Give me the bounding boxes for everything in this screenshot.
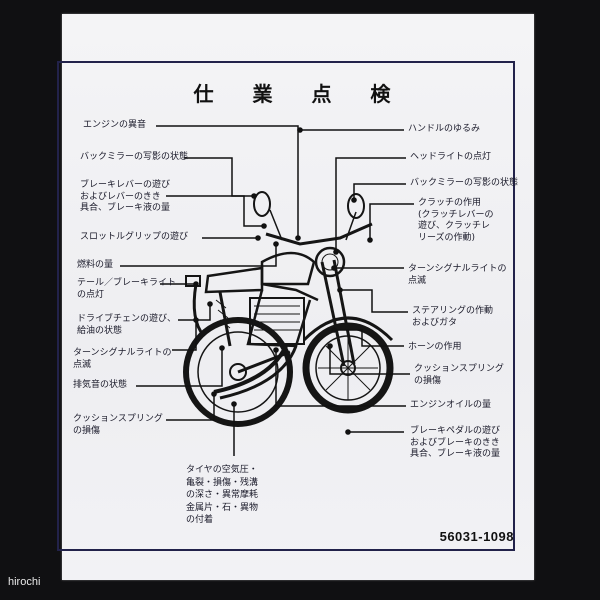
label-exhaust-sound: 排気音の状態 (73, 380, 128, 390)
leader-lines (120, 125, 414, 456)
label-rear-cushion-spring: クッションスプリング の損傷 (73, 414, 163, 436)
label-tail-brake-light: テール／ブレーキライト の点灯 (77, 278, 177, 300)
label-clutch: クラッチの作用 (クラッチレバーの 遊び、クラッチレ リーズの作動) (418, 198, 494, 243)
label-brake-lever: ブレーキレバーの遊び およびレバーのきき 具合、ブレーキ液の量 (80, 180, 171, 213)
sticker-border (57, 61, 515, 551)
label-horn: ホーンの作用 (408, 342, 462, 352)
label-mirror-right: バックミラーの写影の状態 (410, 178, 519, 188)
motorcycle-illustration (183, 191, 394, 427)
label-turn-signal-front: ターンシグナルライトの 点滅 (408, 264, 507, 286)
label-fuel: 燃料の量 (77, 260, 114, 270)
label-front-cushion-spring: クッションスプリング の損傷 (414, 364, 504, 386)
label-engine-oil: エンジンオイルの量 (410, 400, 492, 410)
label-brake-pedal: ブレーキペダルの遊び およびブレーキのきき 具合、ブレーキ液の量 (410, 426, 501, 459)
label-mirror-left: バックミラーの写影の状態 (80, 152, 189, 162)
label-handlebar-looseness: ハンドルのゆるみ (408, 124, 481, 134)
part-number: 56031-1098 (439, 529, 514, 544)
label-tire-condition: タイヤの空気圧・ 亀裂・損傷・残溝 の深さ・異常摩耗 金属片・石・異物 の付着 (186, 465, 259, 525)
label-turn-signal-rear: ターンシグナルライトの 点滅 (73, 348, 172, 370)
label-drive-chain: ドライブチェンの遊び、 給油の状態 (77, 314, 177, 336)
label-throttle-grip: スロットルグリップの遊び (80, 232, 189, 242)
watermark: hirochi (8, 576, 41, 588)
label-engine-noise: エンジンの異音 (83, 120, 147, 130)
label-headlight: ヘッドライトの点灯 (410, 152, 492, 162)
label-steering: ステアリングの作動 およびガタ (412, 306, 494, 328)
page-title: 仕 業 点 検 (193, 82, 407, 106)
leader-dots (193, 127, 373, 435)
